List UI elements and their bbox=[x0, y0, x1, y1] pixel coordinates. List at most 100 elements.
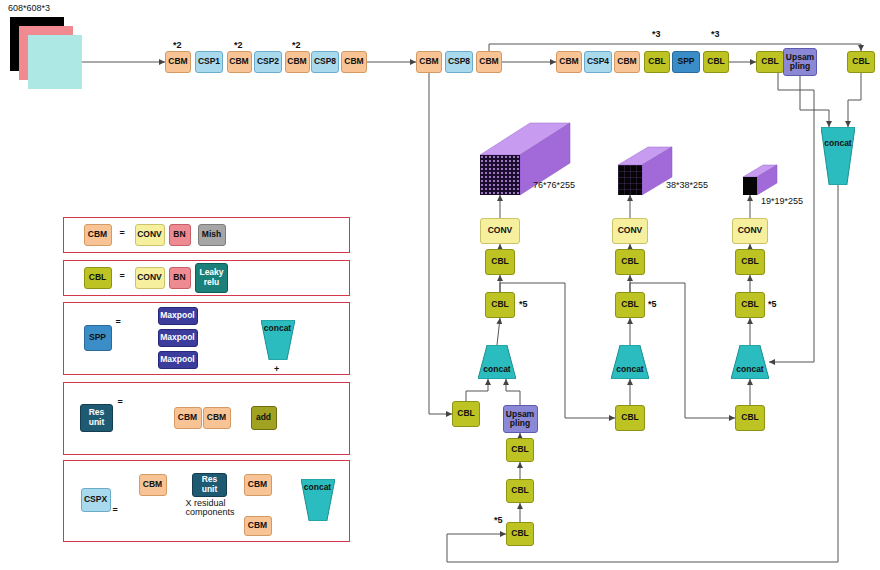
input-size: 608*608*3 bbox=[8, 4, 50, 14]
tensor-size: 19*19*255 bbox=[761, 197, 803, 207]
block-name: Maxpool bbox=[160, 333, 194, 342]
cbm-block: CBM bbox=[614, 51, 640, 73]
block-name: CSP8 bbox=[314, 57, 336, 66]
block-name: CBM bbox=[419, 57, 438, 66]
block-name: BN bbox=[173, 230, 185, 239]
cbl-block: CBL bbox=[485, 292, 515, 318]
connector bbox=[750, 195, 751, 218]
definition-text: = bbox=[120, 272, 125, 282]
block-name: CBL bbox=[457, 409, 474, 418]
connector bbox=[506, 379, 520, 405]
connector bbox=[630, 379, 631, 405]
repeat-count: + bbox=[274, 364, 279, 374]
block-name: CBL bbox=[621, 257, 638, 266]
conv-block: CONV bbox=[135, 267, 165, 289]
block-name: CBL bbox=[89, 273, 106, 282]
block-name: CBL bbox=[511, 445, 528, 454]
csp-block: CSPX bbox=[81, 488, 111, 512]
block-name: CBM bbox=[168, 57, 187, 66]
cbl-block: CBL bbox=[84, 267, 112, 289]
block-name: CBL bbox=[621, 300, 638, 309]
csp-block: CSP8 bbox=[445, 51, 473, 73]
cbm-block: CBM bbox=[174, 407, 202, 429]
output-tensor: 38*38*255 bbox=[618, 165, 642, 195]
connector bbox=[502, 62, 556, 63]
connector bbox=[750, 275, 751, 292]
cbm-block: CBM bbox=[244, 474, 272, 496]
cbm-block: CBM bbox=[139, 474, 167, 496]
cbl-block: CBL bbox=[506, 438, 534, 462]
block-name: CSP2 bbox=[257, 57, 279, 66]
block-name: concat bbox=[736, 365, 763, 374]
connector bbox=[769, 73, 814, 362]
cbl-block: CBL bbox=[756, 51, 784, 73]
block-name: Upsam pling bbox=[784, 53, 816, 72]
concat-trapezoid: concat bbox=[261, 320, 295, 360]
upsampling-block: Upsam pling bbox=[783, 48, 817, 76]
block-name: Maxpool bbox=[160, 355, 194, 364]
tensor-size: 38*38*255 bbox=[666, 181, 708, 191]
repeat-count: *2 bbox=[234, 40, 243, 50]
block-name: CSP8 bbox=[448, 57, 470, 66]
concat-trapezoid: concat bbox=[821, 127, 855, 185]
concat-trapezoid: concat bbox=[301, 479, 335, 521]
block-name: Maxpool bbox=[160, 311, 194, 320]
output-tensor: 19*19*255 bbox=[743, 177, 757, 195]
cbl-block: CBL bbox=[615, 249, 645, 275]
connector bbox=[466, 379, 488, 401]
cbm-block: CBM bbox=[416, 51, 442, 73]
cbm-block: CBM bbox=[556, 51, 582, 73]
concat-trapezoid: concat bbox=[611, 345, 649, 379]
legend-panel: =Res unitCBMCBMadd bbox=[63, 382, 350, 455]
csp-block: CSP1 bbox=[195, 51, 223, 73]
legend-panel: =CBLCONVBNLeaky relu bbox=[63, 260, 350, 296]
block-name: Upsam pling bbox=[504, 410, 537, 429]
repeat-count: *3 bbox=[711, 29, 720, 39]
block-name: CBM bbox=[287, 57, 306, 66]
block-name: concat bbox=[616, 365, 643, 374]
cbm-block: CBM bbox=[203, 407, 231, 429]
activation-block: Leaky relu bbox=[195, 263, 228, 293]
spp-block: SPP bbox=[672, 51, 700, 73]
block-name: SPP bbox=[677, 57, 694, 66]
concat-shape bbox=[731, 345, 769, 379]
tensor-size: 76*76*255 bbox=[533, 181, 575, 191]
block-name: CBM bbox=[229, 57, 248, 66]
cbl-block: CBL bbox=[735, 405, 765, 431]
legend-panel: =CBMCONVBNMish bbox=[63, 217, 350, 253]
connector bbox=[848, 73, 861, 127]
tensor-cube bbox=[743, 165, 777, 195]
connector bbox=[82, 62, 165, 63]
block-name: CBL bbox=[741, 413, 758, 422]
block-name: add bbox=[256, 413, 271, 422]
block-name: CONV bbox=[137, 273, 162, 282]
spp-block: SPP bbox=[84, 325, 112, 351]
block-name: CBL bbox=[741, 257, 758, 266]
cbm-block: CBM bbox=[285, 51, 310, 73]
cbm-block: CBM bbox=[341, 51, 367, 73]
legend-panel: =SPPMaxpoolMaxpoolMaxpoolconcat bbox=[63, 302, 350, 375]
tensor-cube bbox=[618, 147, 672, 195]
repeat-count: *5 bbox=[494, 515, 503, 525]
cbl-block: CBL bbox=[644, 51, 670, 73]
maxpool-block: Maxpool bbox=[158, 307, 198, 325]
block-name: SPP bbox=[89, 333, 106, 342]
block-name: CSP1 bbox=[198, 57, 220, 66]
cbm-block: CBM bbox=[84, 224, 112, 246]
cbm-block: CBM bbox=[227, 51, 252, 73]
connector bbox=[500, 195, 501, 218]
concat-trapezoid: concat bbox=[731, 345, 769, 379]
definition-text: = bbox=[113, 506, 118, 516]
block-name: CBL bbox=[511, 486, 528, 495]
block-name: CBL bbox=[491, 257, 508, 266]
block-name: Res unit bbox=[193, 475, 226, 494]
conv-block: CONV bbox=[135, 224, 165, 246]
legend-panel: =X residual componentsCSPXCBMRes unitCBM… bbox=[63, 460, 350, 542]
concat-trapezoid: concat bbox=[478, 345, 516, 379]
definition-text: = bbox=[116, 318, 121, 328]
csp-block: CSP2 bbox=[254, 51, 282, 73]
connector bbox=[497, 318, 500, 345]
block-name: CBM bbox=[248, 480, 267, 489]
block-name: CBM bbox=[143, 480, 162, 489]
connector bbox=[520, 462, 521, 479]
